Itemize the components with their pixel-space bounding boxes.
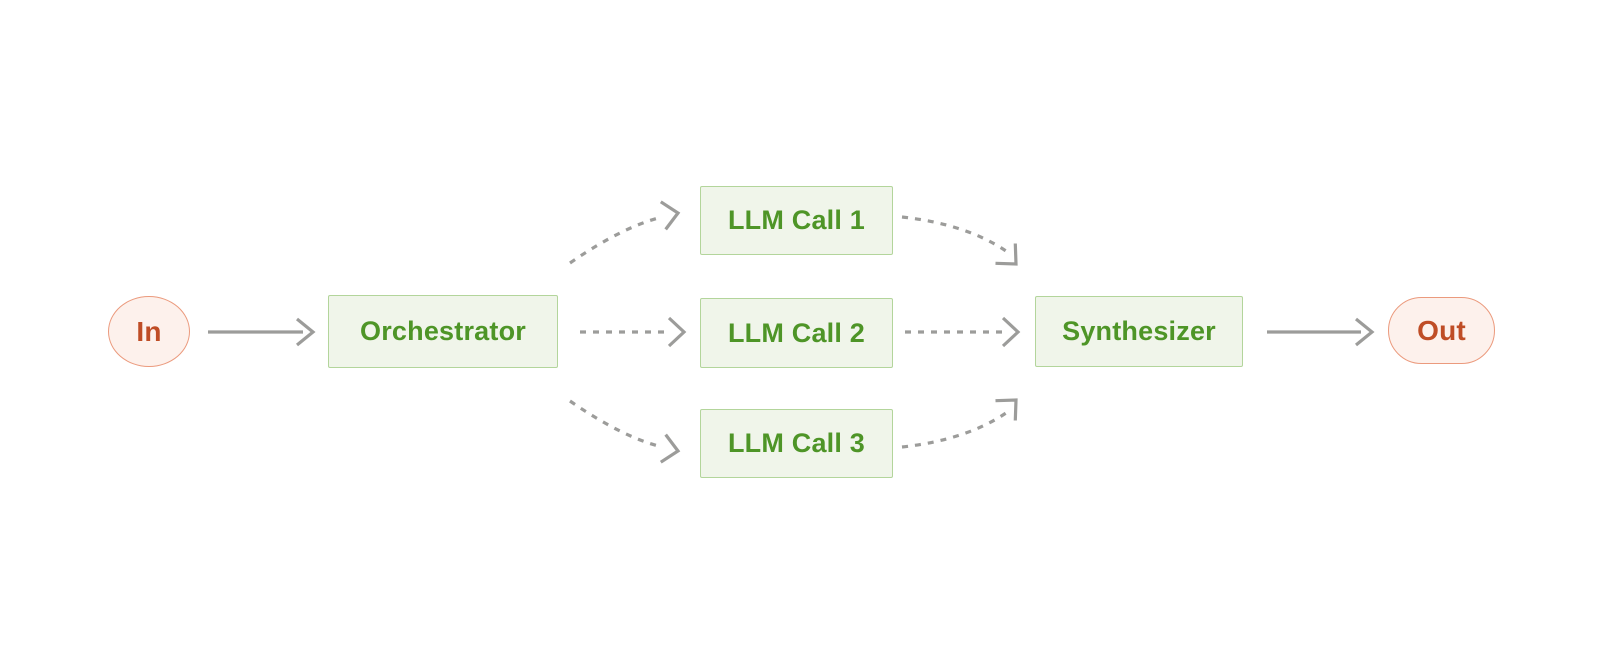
edge-orchestrator-to-llm-call-3 bbox=[569, 399, 681, 464]
node-llm-call-1-label: LLM Call 1 bbox=[727, 205, 865, 235]
node-synthesizer: Synthesizer bbox=[1035, 296, 1243, 367]
edge-orchestrator-to-llm-call-2 bbox=[580, 316, 687, 348]
edge-llm-call-3-to-synthesizer bbox=[901, 398, 1018, 449]
node-in-label: In bbox=[136, 315, 162, 347]
edge-in-to-orchestrator bbox=[208, 317, 316, 347]
node-orchestrator-label: Orchestrator bbox=[360, 316, 526, 346]
edge-synthesizer-to-out bbox=[1267, 317, 1375, 347]
node-llm-call-3: LLM Call 3 bbox=[700, 409, 893, 478]
node-in: In bbox=[108, 296, 190, 367]
node-orchestrator: Orchestrator bbox=[328, 295, 558, 368]
node-llm-call-1: LLM Call 1 bbox=[700, 186, 893, 255]
edge-orchestrator-to-llm-call-1 bbox=[569, 200, 681, 265]
node-llm-call-2: LLM Call 2 bbox=[700, 298, 893, 368]
node-llm-call-2-label: LLM Call 2 bbox=[727, 317, 865, 348]
edge-llm-call-2-to-synthesizer bbox=[905, 316, 1021, 348]
node-llm-call-3-label: LLM Call 3 bbox=[727, 428, 865, 458]
node-synthesizer-label: Synthesizer bbox=[1062, 316, 1216, 346]
node-out: Out bbox=[1388, 297, 1495, 364]
node-out-label: Out bbox=[1417, 314, 1466, 346]
edge-llm-call-1-to-synthesizer bbox=[901, 215, 1018, 266]
